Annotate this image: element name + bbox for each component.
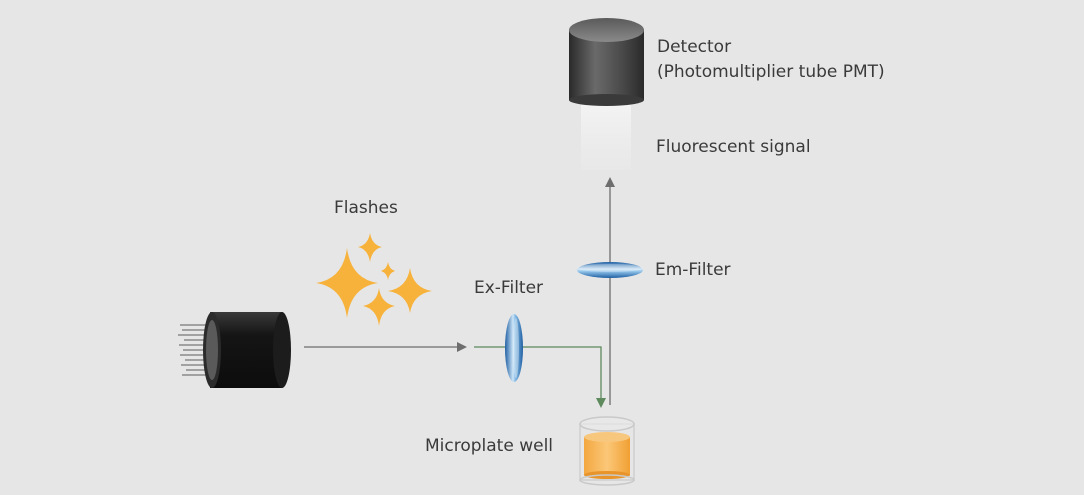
microplate-well-label: Microplate well <box>425 436 554 456</box>
sparkle-icon <box>316 233 432 326</box>
flashes-label: Flashes <box>334 198 398 218</box>
fiber-bundle-icon <box>178 312 291 388</box>
em-filter-icon <box>577 262 643 278</box>
microplate-well-icon <box>579 416 635 486</box>
filtered-excitation-path <box>474 346 606 408</box>
fluorescent-signal-label: Fluorescent signal <box>656 137 811 157</box>
pmt-cylinder-icon <box>569 18 644 170</box>
ex-filter-icon <box>505 314 523 382</box>
em-filter-label: Em-Filter <box>655 260 731 280</box>
detector-label: Detector <box>657 37 732 57</box>
detector-sublabel: (Photomultiplier tube PMT) <box>657 62 885 82</box>
ex-filter-label: Ex-Filter <box>474 278 544 298</box>
